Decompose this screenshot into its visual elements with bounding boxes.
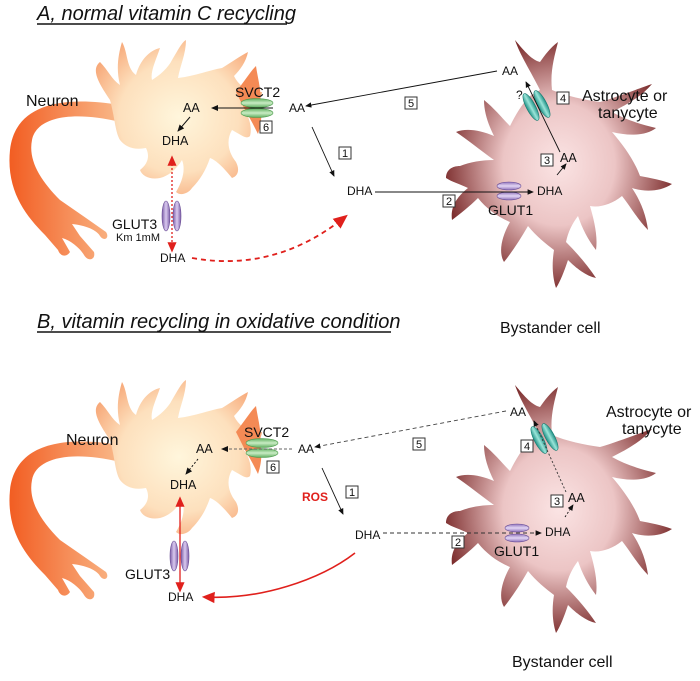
- dha-efflux-arrow: [191, 214, 348, 262]
- step-box-6: 6: [266, 460, 280, 474]
- glia-out-aa: AA: [510, 405, 526, 419]
- glut1-transporter-icon: [496, 181, 522, 201]
- svg-text:4: 4: [560, 93, 566, 105]
- svg-text:5: 5: [416, 439, 422, 451]
- extracellular-aa: AA: [289, 101, 305, 115]
- step-box-2: 2: [451, 535, 465, 549]
- neuron-aa: AA: [196, 442, 213, 456]
- neuron-out-dha: DHA: [160, 251, 185, 265]
- svg-text:2: 2: [455, 537, 461, 549]
- aa-to-dha-arrow: [177, 116, 191, 132]
- panel-a-title: A, normal vitamin C recycling: [36, 3, 296, 25]
- step-5-transfer-arrow: [314, 410, 507, 449]
- glia-aa: AA: [568, 491, 585, 505]
- glia-out-aa: AA: [502, 64, 518, 78]
- panel-b: B, vitamin recycling in oxidative condit…: [9, 311, 692, 671]
- svct2-label: SVCT2: [235, 84, 280, 100]
- svg-text:5: 5: [408, 98, 414, 110]
- svg-text:1: 1: [342, 148, 348, 160]
- svct2-transporter-icon: [240, 98, 274, 118]
- step-3-reduction-arrow: [556, 163, 567, 176]
- glia-label-line1: Astrocyte or: [606, 404, 692, 421]
- svg-text:4: 4: [524, 441, 530, 453]
- svg-text:3: 3: [544, 155, 550, 167]
- glia-label-line2: tanycyte: [622, 421, 682, 438]
- svg-text:6: 6: [270, 462, 276, 474]
- step-box-5: 5: [412, 437, 426, 451]
- glut3-label: GLUT3: [112, 216, 157, 232]
- step-box-2: 2: [442, 194, 456, 208]
- unknown-transporter-label: ?: [516, 88, 523, 102]
- glut1-label: GLUT1: [488, 202, 533, 218]
- astrocyte-cell: [446, 40, 672, 288]
- ros-label: ROS: [302, 490, 328, 504]
- glia-label-line2: tanycyte: [598, 105, 658, 122]
- glia-dha: DHA: [537, 184, 562, 198]
- step-box-6: 6: [259, 120, 273, 134]
- panel-b-title: B, vitamin recycling in oxidative condit…: [37, 311, 401, 333]
- neuron-out-dha: DHA: [168, 590, 193, 604]
- svg-text:2: 2: [446, 196, 452, 208]
- step-1-oxidation-arrow: [321, 467, 344, 515]
- extracellular-dha: DHA: [347, 184, 372, 198]
- step-5-transfer-arrow: [305, 70, 498, 108]
- svg-text:1: 1: [349, 487, 355, 499]
- neuron-aa: AA: [183, 101, 200, 115]
- panel-a: A, normal vitamin C recycling Neuron Ast…: [9, 3, 672, 337]
- step-box-3: 3: [540, 153, 554, 167]
- step-box-4: 4: [520, 439, 534, 453]
- glut3-km-label: Km 1mM: [116, 232, 160, 244]
- extracellular-aa: AA: [298, 442, 314, 456]
- glut1-label: GLUT1: [494, 543, 539, 559]
- dha-influx-arrow: [201, 552, 356, 604]
- step-box-4: 4: [556, 91, 570, 105]
- step-4-release-arrow: [525, 81, 561, 153]
- step-3-reduction-arrow: [564, 504, 574, 518]
- glia-transporter-icon: [530, 423, 559, 454]
- glia-transporter-icon: [522, 90, 551, 121]
- svg-text:6: 6: [263, 122, 269, 134]
- glut1-transporter-icon: [504, 523, 530, 543]
- step-1-oxidation-arrow: [311, 126, 335, 177]
- neuron-label: Neuron: [66, 432, 118, 449]
- glia-dha: DHA: [545, 525, 570, 539]
- step-box-1: 1: [338, 146, 352, 160]
- neuron-label: Neuron: [26, 93, 78, 110]
- step-4-release-arrow: [533, 420, 567, 493]
- step-box-1: 1: [345, 485, 359, 499]
- step-box-3: 3: [550, 494, 564, 508]
- glia-aa: AA: [560, 151, 577, 165]
- glut3-label: GLUT3: [125, 566, 170, 582]
- extracellular-dha: DHA: [355, 528, 380, 542]
- svct2-label: SVCT2: [244, 424, 289, 440]
- glia-label-line1: Astrocyte or: [582, 88, 668, 105]
- step-box-5: 5: [404, 96, 418, 110]
- bystander-label: Bystander cell: [500, 320, 601, 337]
- neuron-dha: DHA: [170, 478, 197, 492]
- neuron-dha: DHA: [162, 134, 189, 148]
- aa-to-dha-arrow: [185, 458, 199, 475]
- svg-text:3: 3: [554, 496, 560, 508]
- bystander-label: Bystander cell: [512, 654, 613, 671]
- svct2-transporter-icon: [245, 438, 279, 458]
